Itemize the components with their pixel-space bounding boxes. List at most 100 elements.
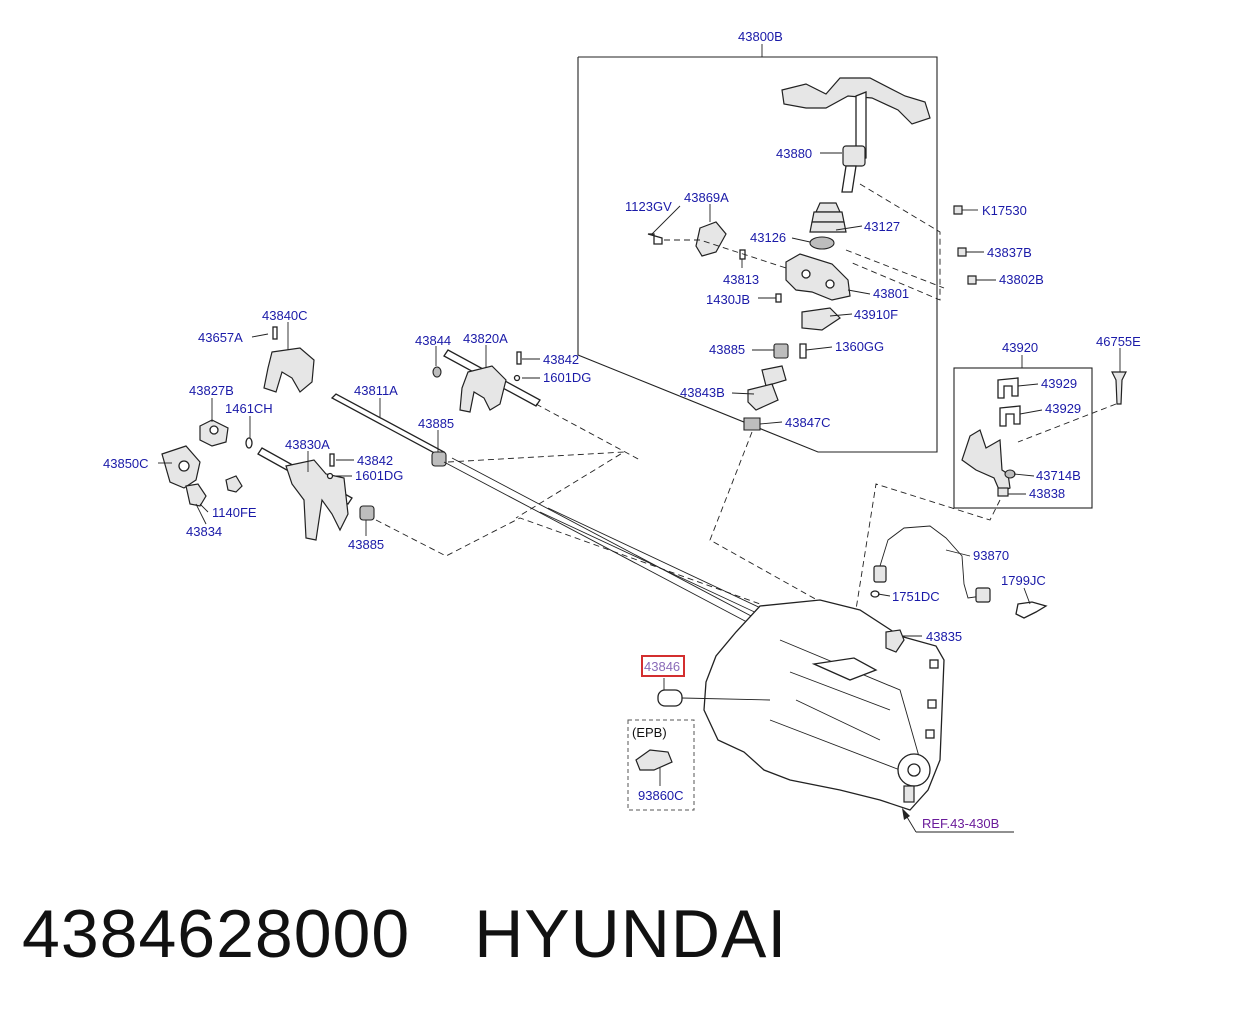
shift-boot: [809, 202, 847, 233]
transmission-case: [703, 599, 945, 811]
callout-1601DG-upper[interactable]: 1601DG: [543, 370, 591, 385]
bracket-43910F: [801, 307, 841, 331]
callout-ref-43-430B[interactable]: REF.43-430B: [922, 816, 999, 831]
callout-1799JC[interactable]: 1799JC: [1001, 573, 1046, 588]
holder-43843B: [747, 383, 779, 411]
callout-43820A[interactable]: 43820A: [463, 331, 508, 346]
shift-lever-arm: [781, 77, 931, 193]
bolt-46755E: [1111, 371, 1127, 405]
callout-43910F[interactable]: 43910F: [854, 307, 898, 322]
dashed-link-8: [1017, 403, 1117, 443]
dashed-link-9: [853, 483, 1001, 623]
callout-43843B[interactable]: 43843B: [680, 385, 725, 400]
bracket-43834: [185, 483, 207, 507]
bolt-43837B: [957, 247, 967, 257]
callout-43885-mid[interactable]: 43885: [418, 416, 454, 431]
epb-box: [627, 719, 695, 811]
callout-43929-lower[interactable]: 43929: [1045, 401, 1081, 416]
callout-43811A[interactable]: 43811A: [354, 383, 398, 398]
holder-43843B-top: [761, 365, 787, 387]
callout-43714B[interactable]: 43714B: [1036, 468, 1081, 483]
callout-1751DC[interactable]: 1751DC: [892, 589, 940, 604]
ref-arrow: [902, 808, 1014, 833]
part-number: 4384628000: [22, 896, 411, 972]
clip-43929-lower: [999, 405, 1021, 427]
callout-43929-upper[interactable]: 43929: [1041, 376, 1077, 391]
callout-43127[interactable]: 43127: [864, 219, 900, 234]
dashed-link-7: [709, 431, 861, 625]
clip-43929-upper: [997, 377, 1019, 399]
parts-diagram: 43800B 43880 1123GV 43869A K17530 43127 …: [103, 29, 1141, 833]
bolt-1140FE: [225, 475, 243, 493]
callout-43801[interactable]: 43801: [873, 286, 909, 301]
dashed-link-4: [375, 517, 761, 605]
callout-43830A[interactable]: 43830A: [285, 437, 330, 452]
plug-43835: [885, 629, 905, 653]
callout-43813[interactable]: 43813: [723, 272, 759, 287]
guide-line-3: [539, 511, 777, 623]
callout-43802B[interactable]: 43802B: [999, 272, 1044, 287]
callout-43920[interactable]: 43920: [1002, 340, 1038, 355]
callout-K17530[interactable]: K17530: [982, 203, 1027, 218]
callout-43837B[interactable]: 43837B: [987, 245, 1032, 260]
rail-fork-43820A: [432, 349, 541, 413]
bolt-43838: [997, 487, 1009, 497]
callout-43657A[interactable]: 43657A: [198, 330, 243, 345]
callout-43842-lower[interactable]: 43842: [357, 453, 393, 468]
dashed-link-5: [447, 451, 625, 519]
bush-43885-upper: [773, 343, 789, 359]
callout-46755E[interactable]: 46755E: [1096, 334, 1141, 349]
sensor-cable-93870: [873, 525, 991, 603]
callout-43850C[interactable]: 43850C: [103, 456, 149, 471]
bolt-43802B: [967, 275, 977, 285]
callout-43840C[interactable]: 43840C: [262, 308, 308, 323]
callout-43827B[interactable]: 43827B: [189, 383, 234, 398]
assembly-box-43920: [953, 367, 1093, 509]
callout-1140FE[interactable]: 1140FE: [212, 505, 257, 520]
lever-housing: [785, 253, 851, 301]
ball-1461CH: [245, 437, 253, 449]
callout-43847C[interactable]: 43847C: [785, 415, 831, 430]
rail-fork-43830A: [257, 447, 375, 541]
dashed-link-6: [535, 403, 641, 461]
bush-43885-mid: [431, 451, 447, 467]
dashed-link-2: [664, 239, 787, 269]
callout-1360GG[interactable]: 1360GG: [835, 339, 884, 354]
callout-43844[interactable]: 43844: [415, 333, 451, 348]
label-epb: (EPB): [632, 725, 667, 740]
bolt-K17530: [953, 205, 963, 215]
fork-43840C: [263, 326, 315, 393]
callout-43835[interactable]: 43835: [926, 629, 962, 644]
brand-name: HYUNDAI: [474, 896, 788, 972]
leader-lines: [158, 152, 1121, 637]
guide-line-2: [451, 457, 771, 627]
callout-1601DG-lower[interactable]: 1601DG: [355, 468, 403, 483]
bracket-43714B: [961, 429, 1011, 493]
callout-43842-upper[interactable]: 43842: [543, 352, 579, 367]
callout-43880[interactable]: 43880: [776, 146, 812, 161]
dashed-link-1: [849, 183, 941, 301]
callout-43885-upper[interactable]: 43885: [709, 342, 745, 357]
callout-43885-lower[interactable]: 43885: [348, 537, 384, 552]
callout-43126[interactable]: 43126: [750, 230, 786, 245]
seal-ring-43126: [809, 236, 835, 250]
dashed-link-3: [845, 249, 945, 289]
footer-caption: 4384628000 HYUNDAI: [22, 888, 1222, 980]
callout-1461CH[interactable]: 1461CH: [225, 401, 273, 416]
callout-93870[interactable]: 93870: [973, 548, 1009, 563]
oring-1751DC: [870, 590, 880, 598]
callout-1123GV[interactable]: 1123GV: [625, 199, 672, 214]
pin-1360GG: [799, 343, 807, 359]
callout-43838[interactable]: 43838: [1029, 486, 1065, 501]
callout-43846[interactable]: 43846: [644, 659, 680, 674]
pin-1430JB: [775, 293, 782, 303]
callout-43834[interactable]: 43834: [186, 524, 222, 539]
callout-43800B[interactable]: 43800B: [738, 29, 783, 44]
callout-93860C[interactable]: 93860C: [638, 788, 684, 803]
tie-1799JC: [1015, 601, 1048, 619]
guide-line-4: [547, 507, 783, 619]
guide-line-1: [443, 461, 763, 631]
callout-1430JB[interactable]: 1430JB: [706, 292, 750, 307]
part-43846: [657, 678, 771, 707]
callout-43869A[interactable]: 43869A: [684, 190, 729, 205]
